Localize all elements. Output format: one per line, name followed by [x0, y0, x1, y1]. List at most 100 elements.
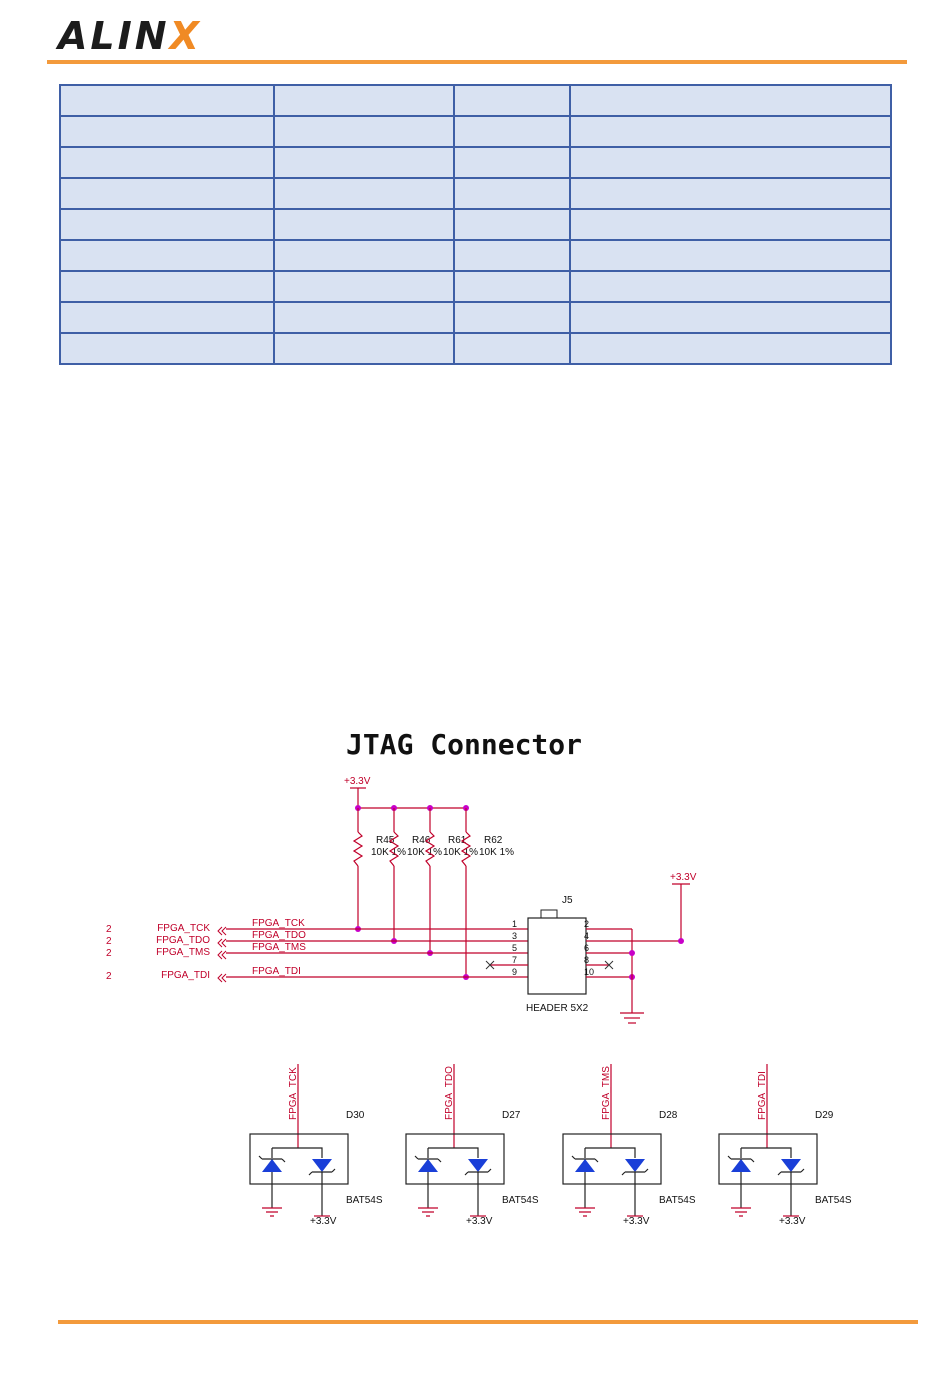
- port-sheet: 2: [106, 948, 112, 959]
- header-rule: [47, 60, 907, 64]
- table-cell: [453, 270, 571, 303]
- net-label: FPGA_TDO: [252, 930, 306, 941]
- table-cell: [569, 84, 892, 117]
- pin-number: 9: [512, 967, 517, 977]
- resistor-value: 10K 1%: [371, 847, 406, 858]
- diode-power: +3.3V: [310, 1216, 337, 1227]
- table-cell: [59, 208, 275, 241]
- diode-net-label: FPGA_TDI: [757, 1071, 768, 1120]
- diode-ref: D29: [815, 1110, 834, 1121]
- table-cell: [569, 177, 892, 210]
- resistor-value: 10K 1%: [443, 847, 478, 858]
- resistor-ref: R62: [484, 835, 503, 846]
- table-cell: [59, 239, 275, 272]
- table-cell: [273, 301, 455, 334]
- resistor-value: 10K 1%: [407, 847, 442, 858]
- pin-number: 3: [512, 931, 517, 941]
- net-label: FPGA_TMS: [252, 942, 306, 953]
- resistor-ref: R45: [376, 835, 395, 846]
- table-cell: [569, 239, 892, 272]
- table-cell: [59, 177, 275, 210]
- power-label-right: +3.3V: [670, 872, 697, 883]
- table-cell: [453, 115, 571, 148]
- table-cell: [273, 84, 455, 117]
- table-cell: [453, 301, 571, 334]
- table-cell: [59, 332, 275, 365]
- pin-number: 4: [584, 931, 589, 941]
- diode-part: BAT54S: [659, 1195, 696, 1206]
- diode-d29: FPGA_TDI D29 +3.3V BAT54S: [718, 1064, 852, 1227]
- net-fpga_tck: 2 FPGA_TCK FPGA_TCK: [106, 918, 528, 936]
- net-fpga_tms: 2 FPGA_TMS FPGA_TMS: [106, 942, 528, 960]
- table-row: [59, 177, 892, 210]
- table-cell: [273, 208, 455, 241]
- table-cell: [569, 301, 892, 334]
- table-cell: [273, 177, 455, 210]
- resistor-value: 10K 1%: [479, 847, 514, 858]
- pin-number: 5: [512, 943, 517, 953]
- table-cell: [453, 146, 571, 179]
- pin-number: 8: [584, 955, 589, 965]
- diode-power: +3.3V: [779, 1216, 806, 1227]
- pin-number: 6: [584, 943, 589, 953]
- alinx-logo: ALINX: [58, 14, 202, 58]
- table-cell: [273, 239, 455, 272]
- diode-ref: D27: [502, 1110, 521, 1121]
- pin-number: 2: [584, 919, 589, 929]
- table-cell: [453, 239, 571, 272]
- table-cell: [453, 208, 571, 241]
- table-cell: [453, 177, 571, 210]
- table-cell: [453, 332, 571, 365]
- table-cell: [59, 115, 275, 148]
- table-row: [59, 115, 892, 148]
- diode-power: +3.3V: [623, 1216, 650, 1227]
- table-cell: [569, 115, 892, 148]
- diode-ref: D28: [659, 1110, 678, 1121]
- table-cell: [453, 84, 571, 117]
- diode-part: BAT54S: [815, 1195, 852, 1206]
- table-cell: [569, 270, 892, 303]
- table-cell: [569, 208, 892, 241]
- net-label: FPGA_TDI: [252, 966, 301, 977]
- port-sheet: 2: [106, 924, 112, 935]
- net-label: FPGA_TCK: [252, 918, 305, 929]
- table-cell: [569, 332, 892, 365]
- pin-table: [59, 84, 892, 365]
- table-cell: [273, 332, 455, 365]
- pin-number: 1: [512, 919, 517, 929]
- diode-d28: FPGA_TMS D28 +3.3V BAT54S: [562, 1064, 696, 1227]
- table-cell: [273, 270, 455, 303]
- port-label: FPGA_TCK: [157, 923, 210, 934]
- port-sheet: 2: [106, 936, 112, 947]
- connector-body: [527, 917, 587, 995]
- port-sheet: 2: [106, 971, 112, 982]
- table-row: [59, 208, 892, 241]
- diode-net-label: FPGA_TCK: [288, 1067, 299, 1120]
- footer-rule: [58, 1320, 918, 1324]
- connector-ref: J5: [562, 895, 573, 906]
- resistor-ref: R46: [412, 835, 431, 846]
- table-cell: [59, 270, 275, 303]
- table-cell: [273, 115, 455, 148]
- schematic-title: JTAG Connector: [346, 728, 582, 761]
- table-cell: [569, 146, 892, 179]
- diode-part: BAT54S: [502, 1195, 539, 1206]
- diode-net-label: FPGA_TMS: [601, 1066, 612, 1120]
- table-cell: [59, 84, 275, 117]
- pin-number: 10: [584, 967, 594, 977]
- table-row: [59, 332, 892, 365]
- diode-part: BAT54S: [346, 1195, 383, 1206]
- port-label: FPGA_TMS: [156, 947, 210, 958]
- table-row: [59, 301, 892, 334]
- connector-part: HEADER 5X2: [526, 1003, 589, 1014]
- table-row: [59, 239, 892, 272]
- table-cell: [273, 146, 455, 179]
- diode-power: +3.3V: [466, 1216, 493, 1227]
- diode-net-label: FPGA_TDO: [444, 1066, 455, 1120]
